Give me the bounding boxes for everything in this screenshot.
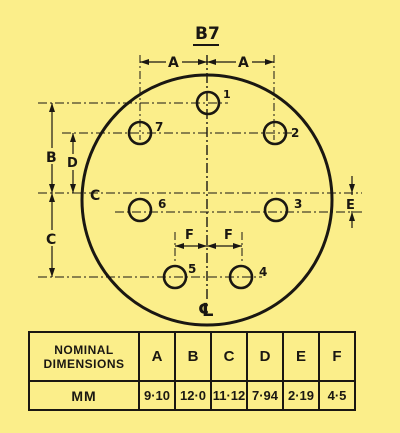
f-arrow-right-in (207, 243, 216, 249)
center-c-label: C (90, 188, 100, 204)
mm-row-label: MM (28, 380, 140, 411)
nominal-dimensions-label: NOMINAL DIMENSIONS (28, 331, 140, 382)
nominal-label-line2: DIMENSIONS (43, 356, 125, 371)
pin-2: 2 (262, 120, 299, 146)
a-arrow-right-out (265, 59, 274, 65)
f-arrow-left-out (175, 243, 184, 249)
f-left-label-bg (183, 225, 197, 241)
f-left-label: F (185, 228, 194, 243)
column-header-a: A (138, 331, 176, 382)
pin-4-label: 4 (259, 265, 267, 279)
value-a: 9·10 (138, 380, 176, 411)
pin-3-circle (263, 197, 289, 223)
value-e: 2·19 (282, 380, 320, 411)
centerline-symbol: ℄ (198, 300, 214, 321)
e-label-bg (345, 195, 360, 211)
value-c: 11·12 (210, 380, 248, 411)
d-arrow-top (70, 133, 76, 142)
pin-3: 3 (263, 197, 302, 223)
a-right-label: A (238, 55, 249, 71)
a-arrow-left-in (198, 59, 207, 65)
pin-6-circle (127, 197, 153, 223)
pin-1-circle (195, 90, 221, 116)
a-left-label: A (168, 55, 179, 71)
a-left-label-bg (166, 54, 182, 70)
b-label: B (46, 150, 57, 166)
column-header-b: B (174, 331, 212, 382)
c-arrow-bottom (49, 268, 55, 277)
pin-3-label: 3 (294, 197, 302, 211)
c-label: C (46, 232, 56, 248)
e-label: E (346, 198, 355, 213)
f-right-label-bg (222, 225, 236, 241)
pin-7-label: 7 (155, 120, 163, 134)
a-right-label-bg (236, 54, 252, 70)
pin-1: 1 (195, 88, 231, 116)
value-b: 12·0 (174, 380, 212, 411)
pin-2-label: 2 (291, 126, 299, 140)
diagram-title: B7 (195, 24, 220, 44)
pin-7: 7 (127, 120, 163, 146)
pin-5-circle (162, 264, 188, 290)
pin-6: 6 (127, 197, 166, 223)
e-arrow-bottom (349, 212, 355, 221)
a-arrow-right-in (207, 59, 216, 65)
dimensions-mm-row: MM 9·10 12·0 11·12 7·94 2·19 4·5 (28, 380, 356, 411)
pin-7-circle (127, 120, 153, 146)
f-right-label: F (224, 228, 233, 243)
b-arrow-bottom (49, 184, 55, 193)
f-arrow-left-in (198, 243, 207, 249)
pin-2-circle (262, 120, 288, 146)
a-arrow-left-out (140, 59, 149, 65)
pin-5: 5 (162, 262, 196, 290)
column-header-e: E (282, 331, 320, 382)
d-arrow-bottom (70, 184, 76, 193)
b7-base-drawing: B7 ℄ A A B D (38, 24, 362, 327)
nominal-label-line1: NOMINAL (54, 342, 114, 357)
pin-4-circle (228, 264, 254, 290)
column-header-f: F (318, 331, 356, 382)
b-arrow-top (49, 103, 55, 112)
e-arrow-top (349, 184, 355, 193)
pin-1-label: 1 (223, 88, 231, 101)
d-label: D (67, 156, 78, 171)
pin-4: 4 (228, 264, 267, 290)
d-label-bg (66, 154, 80, 170)
c-arrow-top (49, 193, 55, 202)
column-header-d: D (246, 331, 284, 382)
dimensions-header-row: NOMINAL DIMENSIONS A B C D E F (28, 331, 356, 382)
dimensions-table: NOMINAL DIMENSIONS A B C D E F MM 9·10 1… (28, 331, 356, 411)
value-d: 7·94 (246, 380, 284, 411)
pin-5-label: 5 (188, 262, 196, 276)
f-arrow-right-out (233, 243, 242, 249)
pin-6-label: 6 (158, 197, 166, 211)
column-header-c: C (210, 331, 248, 382)
c-label-bg (45, 230, 59, 246)
value-f: 4·5 (318, 380, 356, 411)
b-label-bg (45, 148, 59, 164)
